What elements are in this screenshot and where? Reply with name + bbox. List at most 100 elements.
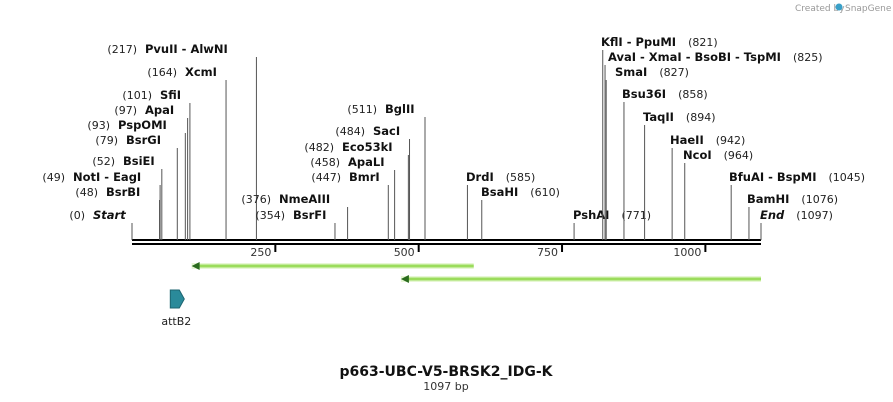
site-position: (79) bbox=[95, 134, 118, 147]
site-saci[interactable]: (484) SacI bbox=[335, 124, 411, 240]
site-position: (825) bbox=[793, 51, 823, 64]
brand-name: SnapGene bbox=[845, 4, 892, 14]
site-name: Eco53kI bbox=[342, 140, 393, 154]
site-bsrfi[interactable]: (354) BsrFI bbox=[255, 208, 336, 240]
site-position: (894) bbox=[686, 111, 716, 124]
site-name: DrdI bbox=[466, 170, 494, 184]
site-name: ApaI bbox=[145, 103, 174, 117]
site-bmri[interactable]: (447)BmrI bbox=[311, 170, 389, 240]
site-name: NmeAIII bbox=[279, 192, 330, 206]
site-name: XcmI bbox=[185, 65, 217, 79]
arrow-left-icon bbox=[191, 262, 200, 270]
site-bamhi[interactable]: BamHI (1076) bbox=[747, 192, 838, 240]
site-bsrbi[interactable]: (48) BsrBI bbox=[75, 185, 161, 240]
site-position: (821) bbox=[688, 36, 718, 49]
site-position: (511) bbox=[347, 103, 377, 116]
site-position: (447) bbox=[311, 171, 341, 184]
site-position: (217) bbox=[107, 43, 137, 56]
site-name: HaeII bbox=[670, 133, 704, 147]
site-position: (1076) bbox=[801, 193, 838, 206]
site-position: (0) bbox=[69, 209, 85, 222]
site-name: BsaHI bbox=[481, 185, 518, 199]
site-name: KflI - PpuMI bbox=[601, 35, 676, 49]
site-name: BfuAI - BspMI bbox=[729, 170, 816, 184]
site-position: (97) bbox=[114, 104, 137, 117]
site-name: NotI - EagI bbox=[73, 170, 141, 184]
site-apali[interactable]: (458) ApaLI bbox=[310, 155, 396, 240]
axis-tick-label: 500 bbox=[394, 246, 415, 259]
site-position: (585) bbox=[506, 171, 536, 184]
site-pvuii-alwni[interactable]: (217)PvuII - AlwNI bbox=[107, 42, 257, 240]
map-title: p663-UBC-V5-BRSK2_IDG-K bbox=[340, 364, 554, 380]
site-pspomi[interactable]: (93) PspOMI bbox=[87, 118, 186, 240]
site-position: (827) bbox=[659, 66, 689, 79]
site-name: BsrBI bbox=[106, 185, 140, 199]
site-name: BsrFI bbox=[293, 208, 326, 222]
site-name: SfiI bbox=[160, 88, 181, 102]
site-apai[interactable]: (97) ApaI bbox=[114, 103, 189, 240]
restriction-sites: (217)PvuII - AlwNI(164) XcmI (101)SfiI(97)… bbox=[42, 35, 865, 240]
site-taqii[interactable]: TaqII (894) bbox=[643, 110, 716, 240]
site-sfii[interactable]: (101)SfiI bbox=[122, 88, 191, 240]
site-name: PspOMI bbox=[118, 118, 167, 132]
site-avai-xmai-bsobi-tspmi[interactable]: AvaI - XmaI - BsoBI - TspMI(825) bbox=[604, 50, 823, 240]
site-position: (771) bbox=[621, 209, 651, 222]
site-name: SmaI bbox=[615, 65, 647, 79]
site-noti-eagi[interactable]: (49)NotI - EagI bbox=[42, 170, 161, 240]
site-xcmi[interactable]: (164) XcmI bbox=[147, 65, 227, 240]
site-kfli-ppumi[interactable]: KflI - PpuMI (821) bbox=[601, 35, 718, 240]
axis-tick-label: 750 bbox=[537, 246, 558, 259]
site-eco53ki[interactable]: (482)Eco53kI bbox=[304, 140, 409, 240]
site-name: Start bbox=[93, 208, 126, 222]
site-name: TaqII bbox=[643, 110, 674, 124]
site-start[interactable]: (0) Start bbox=[69, 208, 133, 240]
features bbox=[191, 262, 761, 283]
site-name: BamHI bbox=[747, 192, 789, 206]
feature-arrow[interactable] bbox=[191, 262, 474, 270]
site-bsiei[interactable]: (52) BsiEI bbox=[92, 154, 163, 240]
site-position: (164) bbox=[147, 66, 177, 79]
site-bglii[interactable]: (511) BglII bbox=[347, 102, 426, 240]
site-name: PshAI bbox=[573, 208, 609, 222]
site-position: (48) bbox=[75, 186, 98, 199]
site-name: SacI bbox=[373, 124, 400, 138]
site-name: ApaLI bbox=[348, 155, 385, 169]
site-name: BsiEI bbox=[123, 154, 155, 168]
axis-tick-label: 1000 bbox=[673, 246, 701, 259]
site-name: BsrGI bbox=[126, 133, 161, 147]
attB2-arrow-icon bbox=[169, 289, 185, 309]
site-name: BglII bbox=[385, 102, 415, 116]
site-nmeaiii[interactable]: (376) NmeAIII bbox=[241, 192, 349, 240]
site-position: (458) bbox=[310, 156, 340, 169]
site-bsrgi[interactable]: (79) BsrGI bbox=[95, 133, 178, 240]
site-bsahi[interactable]: BsaHI (610) bbox=[481, 185, 560, 240]
site-name: Bsu36I bbox=[622, 87, 666, 101]
site-name: End bbox=[760, 208, 785, 222]
site-position: (52) bbox=[92, 155, 115, 168]
site-ncoi[interactable]: NcoI(964) bbox=[683, 148, 753, 240]
site-haeii[interactable]: HaeII (942) bbox=[670, 133, 745, 240]
brand-created-by: Created by bbox=[795, 4, 845, 14]
site-position: (354) bbox=[255, 209, 285, 222]
site-position: (1097) bbox=[796, 209, 833, 222]
site-position: (376) bbox=[241, 193, 271, 206]
site-end[interactable]: End (1097) bbox=[760, 208, 833, 240]
site-position: (942) bbox=[716, 134, 746, 147]
site-bsu36i[interactable]: Bsu36I (858) bbox=[622, 87, 708, 240]
site-bfuai-bspmi[interactable]: BfuAI - BspMI(1045) bbox=[729, 170, 865, 240]
site-name: NcoI bbox=[683, 148, 712, 162]
attB2-feature[interactable]: attB2 bbox=[161, 289, 191, 328]
map-length: 1097 bp bbox=[423, 380, 468, 393]
snapgene-logo-icon bbox=[835, 3, 843, 11]
site-position: (858) bbox=[678, 88, 708, 101]
arrow-left-icon bbox=[400, 275, 409, 283]
site-smai[interactable]: SmaI (827) bbox=[605, 65, 689, 240]
site-pshai[interactable]: PshAI (771) bbox=[573, 208, 651, 240]
site-position: (610) bbox=[530, 186, 560, 199]
site-drdi[interactable]: DrdI (585) bbox=[466, 170, 535, 240]
feature-arrow[interactable] bbox=[400, 275, 761, 283]
site-position: (484) bbox=[335, 125, 365, 138]
site-position: (93) bbox=[87, 119, 110, 132]
